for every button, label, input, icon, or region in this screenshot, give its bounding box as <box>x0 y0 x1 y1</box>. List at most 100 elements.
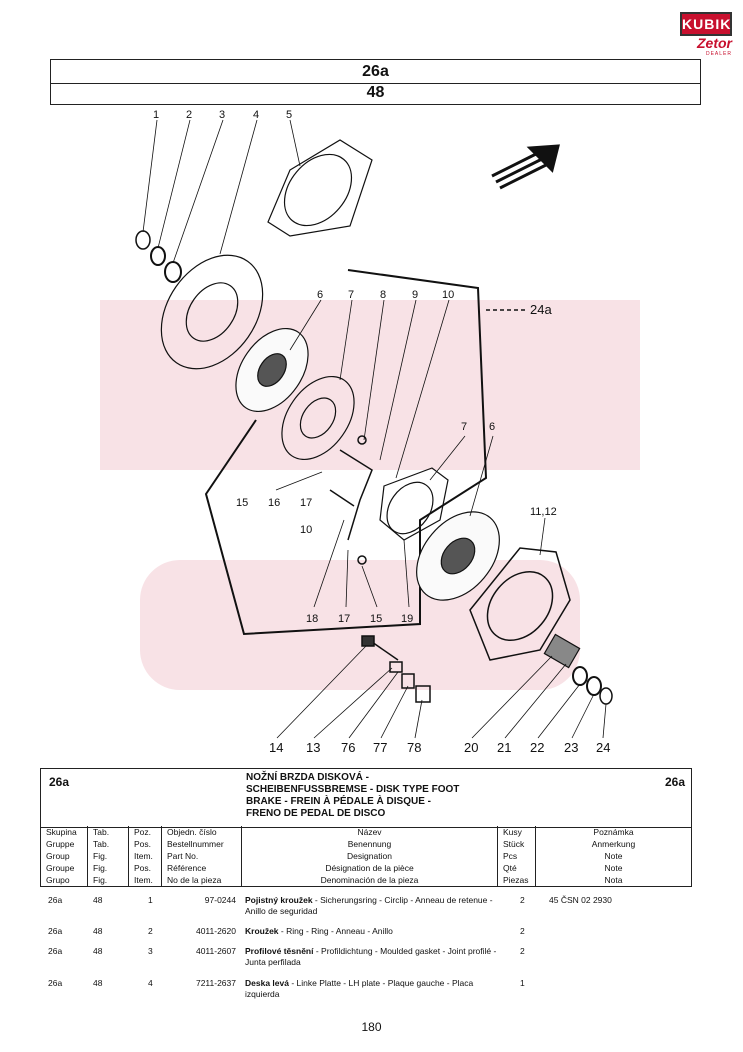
col-note: Poznámka Anmerkung Note Note Nota <box>536 826 691 886</box>
part-77-sleeve <box>401 673 415 689</box>
callout-10: 10 <box>442 289 454 301</box>
row-designation: Kroužek - Ring - Ring - Anneau - Anillo <box>245 926 500 937</box>
col-note-es: Nota <box>604 875 623 885</box>
watermark <box>100 300 640 690</box>
col-tab-es: Fig. <box>93 875 108 885</box>
row-designation: Pojistný kroužek - Sicherungsring - Circ… <box>245 895 500 917</box>
col-qty-en: Pcs <box>503 851 518 861</box>
callout-6-right: 6 <box>489 421 495 433</box>
row-qty: 2 <box>520 946 525 956</box>
col-tab-fr: Fig. <box>93 863 108 873</box>
kubik-zetor-logo: KUBIK Zetor DEALER <box>680 12 732 58</box>
callout-18: 18 <box>306 613 318 625</box>
part-2-ring <box>150 246 166 266</box>
col-part-en: Part No. <box>167 851 199 861</box>
part-7-carrier <box>281 375 355 461</box>
part-23-ring <box>586 676 602 696</box>
col-part-fr: Référence <box>167 863 207 873</box>
callout-4: 4 <box>253 109 259 121</box>
exploded-brake-diagram: 1 2 3 4 5 6 7 8 9 10 24a 7 6 11,12 15 16… <box>100 109 640 755</box>
callout-19: 19 <box>401 613 413 625</box>
column-headers: Skupina Gruppe Group Groupe Grupo Tab. T… <box>40 826 692 887</box>
col-group-en: Group <box>46 851 70 861</box>
callout-23: 23 <box>564 740 578 755</box>
row-part-no: 97-0244 <box>204 895 236 905</box>
row-pos: 1 <box>148 895 153 905</box>
row-qty: 1 <box>520 978 525 988</box>
row-designation-rest: - Profildichtung - Moulded gasket - Join… <box>245 946 497 967</box>
row-designation: Profilové těsnění - Profildichtung - Mou… <box>245 946 500 968</box>
table-row: 26a 48 2 4011-2620 Kroužek - Ring - Ring… <box>40 926 700 940</box>
part-14-bolt <box>361 635 399 661</box>
header-group-box: 26a <box>50 59 701 84</box>
table-row: 26a 48 1 97-0244 Pojistný kroužek - Sich… <box>40 895 700 921</box>
leader-lines <box>142 119 607 739</box>
callout-16: 16 <box>268 497 280 509</box>
col-group-fr: Groupe <box>46 863 75 873</box>
col-group-de: Gruppe <box>46 839 75 849</box>
callout-22: 22 <box>530 740 544 755</box>
callout-14: 14 <box>269 740 283 755</box>
col-note-en: Note <box>604 851 623 861</box>
col-note-fr: Note <box>604 863 623 873</box>
row-designation-rest: - Ring - Ring - Anneau - Anillo <box>278 926 393 936</box>
row-designation: Deska levá - Linke Platte - LH plate - P… <box>245 978 500 1000</box>
part-4-plate <box>160 254 264 370</box>
row-designation-cs: Deska levá <box>245 978 289 988</box>
col-part-de: Bestellnummer <box>167 839 224 849</box>
callout-24: 24 <box>596 740 610 755</box>
callout-17-left: 17 <box>300 497 312 509</box>
col-qty-fr: Qté <box>503 863 517 873</box>
col-group: Skupina Gruppe Group Groupe Grupo <box>41 826 88 886</box>
row-designation-cs: Pojistný kroužek <box>245 895 313 905</box>
logo-kubik-text: KUBIK <box>680 12 732 36</box>
row-designation-rest: - Sicherungsring - Circlip - Anneau de r… <box>245 895 493 916</box>
row-group: 26a <box>48 926 63 936</box>
part-5-plate <box>267 139 373 237</box>
col-part-cs: Objedn. číslo <box>167 827 217 837</box>
callout-10-left: 10 <box>300 524 312 536</box>
callout-21: 21 <box>497 740 511 755</box>
row-group: 26a <box>48 978 63 988</box>
callout-77: 77 <box>373 740 387 755</box>
row-tab: 48 <box>93 978 103 988</box>
row-tab: 48 <box>93 926 103 936</box>
logo-zetor-text: Zetor <box>697 35 732 51</box>
callout-17-bottom: 17 <box>338 613 350 625</box>
col-group-es: Grupo <box>46 875 70 885</box>
title-line-3: BRAKE - FREIN À PÉDALE À DISQUE - <box>246 796 432 807</box>
col-note-de: Anmerkung <box>591 839 636 849</box>
callout-7-right: 7 <box>461 421 467 433</box>
part-3-gasket <box>164 261 182 283</box>
part-22-ring <box>572 666 588 686</box>
col-tab-cs: Tab. <box>93 827 110 837</box>
col-part-es: No de la pieza <box>167 875 222 885</box>
row-pos: 4 <box>148 978 153 988</box>
header-figure-box: 48 <box>50 82 701 105</box>
col-pos-cs: Poz. <box>134 827 152 837</box>
row-qty: 2 <box>520 926 525 936</box>
callout-1: 1 <box>153 109 159 121</box>
title-line-2: SCHEIBENFUSSBREMSE - DISK TYPE FOOT <box>246 784 460 795</box>
row-designation-cs: Kroužek <box>245 926 279 936</box>
col-pos: Poz. Pos. Item. Pos. Item. <box>129 826 162 886</box>
title-group-right: 26a <box>664 775 685 789</box>
row-part-no: 7211-2637 <box>195 978 236 988</box>
part-24-circlip <box>599 687 613 705</box>
page-number: 180 <box>361 1020 382 1034</box>
part-11-12-housing <box>469 547 571 661</box>
header-figure: 48 <box>366 84 385 101</box>
col-desc-en: Designation <box>347 851 392 861</box>
col-desc-de: Benennung <box>347 839 392 849</box>
row-designation-cs: Profilové těsnění <box>245 946 314 956</box>
callout-24a: 24a <box>530 302 552 317</box>
col-tab-en: Fig. <box>93 851 108 861</box>
table-row: 26a 48 4 7211-2637 Deska levá - Linke Pl… <box>40 978 700 1004</box>
col-part-no: Objedn. číslo Bestellnummer Part No. Réf… <box>162 826 242 886</box>
callout-11-12: 11,12 <box>530 506 557 518</box>
col-pos-de: Pos. <box>134 839 152 849</box>
row-group: 26a <box>48 946 63 956</box>
col-designation: Název Benennung Designation Désignation … <box>242 826 498 886</box>
callout-7: 7 <box>348 289 354 301</box>
title-line-4: FRENO DE PEDAL DE DISCO <box>246 808 386 819</box>
